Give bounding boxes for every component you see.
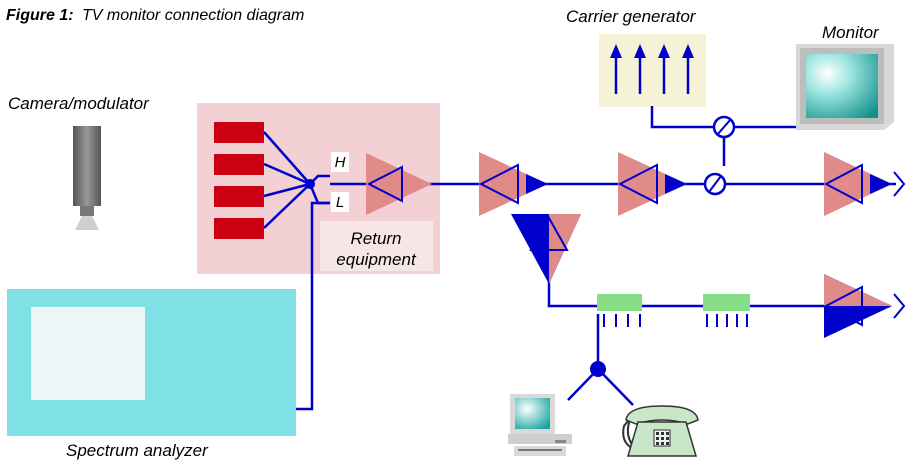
amplifier-triangle-icon bbox=[366, 153, 432, 215]
carrier-generator-label: Carrier generator bbox=[566, 7, 697, 26]
combiner-node bbox=[305, 179, 315, 189]
low-port-label: L bbox=[336, 194, 344, 211]
feeder-end-fork bbox=[893, 293, 905, 319]
amplifier-triangle-icon bbox=[511, 214, 581, 284]
coupler-diagonal bbox=[708, 175, 722, 193]
return-equipment-label-2: equipment bbox=[336, 250, 417, 269]
amplifier-triangle-icon bbox=[478, 152, 548, 216]
monitor-icon bbox=[796, 44, 894, 130]
return-equipment-box bbox=[320, 221, 433, 271]
spectrum-analyzer-screen bbox=[31, 307, 145, 400]
subscriber-split-node bbox=[590, 361, 606, 377]
high-port-label: H bbox=[335, 154, 346, 171]
amplifier-triangle-icon bbox=[823, 152, 892, 216]
return-equipment-label-1: Return bbox=[350, 229, 401, 248]
modulator-block bbox=[214, 186, 264, 207]
coupler-diagonal bbox=[716, 118, 732, 136]
camera-icon bbox=[73, 126, 101, 230]
figure-title: Figure 1: TV monitor connection diagram bbox=[6, 7, 304, 24]
spectrum-analyzer-label: Spectrum analyzer bbox=[66, 441, 209, 460]
modulator-block bbox=[214, 122, 264, 143]
computer-icon bbox=[508, 394, 572, 456]
monitor-label: Monitor bbox=[822, 23, 880, 42]
low-port-box bbox=[331, 192, 349, 212]
amplifier-triangle-icon bbox=[617, 152, 687, 216]
camera-modulator-label: Camera/modulator bbox=[8, 94, 150, 113]
modulator-block bbox=[214, 154, 264, 175]
trunk-end-fork bbox=[893, 171, 905, 197]
amplifier-triangle-icon bbox=[823, 274, 892, 338]
tap-icon bbox=[703, 294, 750, 327]
carrier-arrow-heads bbox=[610, 44, 694, 58]
figure-title-text: TV monitor connection diagram bbox=[82, 7, 304, 24]
modulator-blocks bbox=[214, 122, 264, 239]
figure-prefix: Figure 1: bbox=[6, 7, 74, 24]
tap-icon bbox=[597, 294, 642, 327]
high-port-box bbox=[331, 152, 349, 172]
modulator-block bbox=[214, 218, 264, 239]
carrier-arrows bbox=[614, 56, 690, 94]
telephone-icon bbox=[622, 405, 699, 457]
